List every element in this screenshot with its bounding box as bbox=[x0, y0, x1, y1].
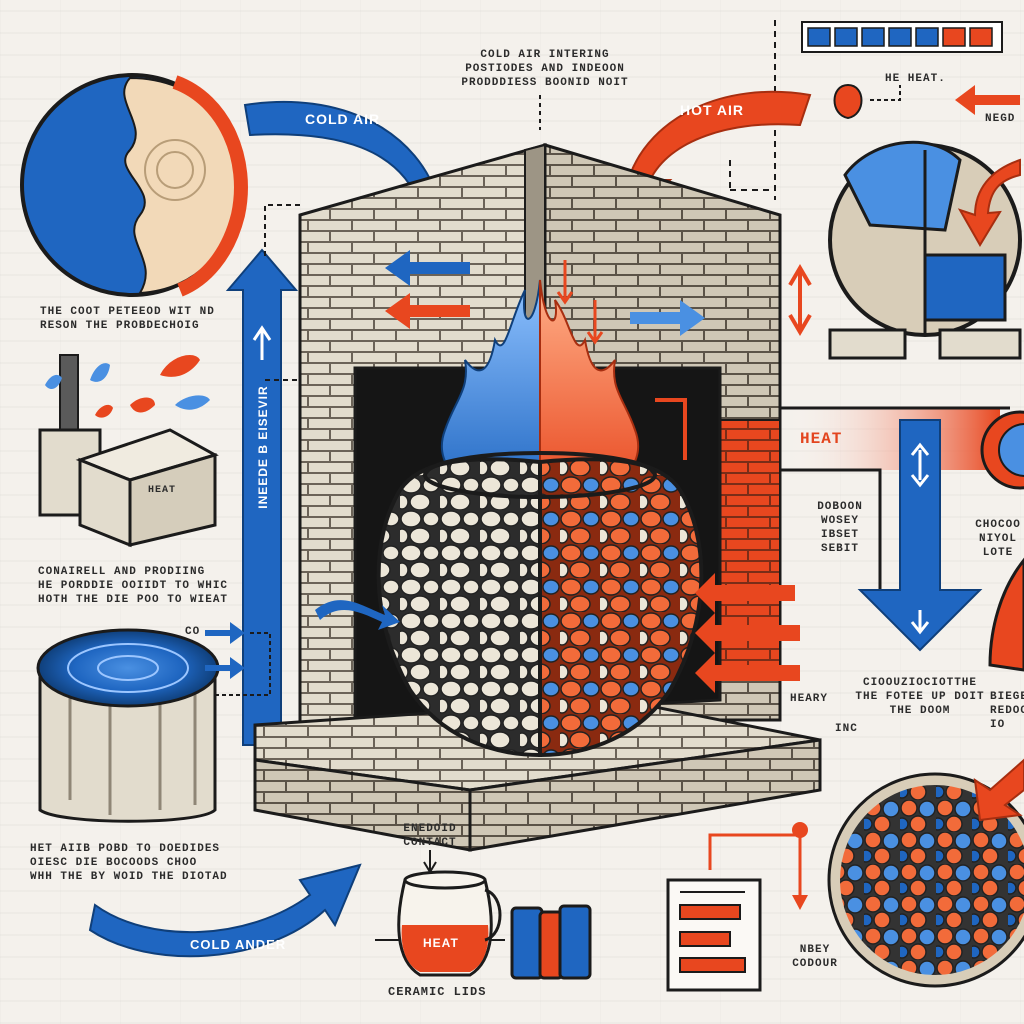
blue-right-arrow bbox=[630, 300, 705, 336]
energy-contact-label: ENEDOID CONTACT bbox=[403, 823, 457, 849]
legend-swatch bbox=[942, 27, 966, 47]
legend-swatch bbox=[915, 27, 939, 47]
right-edge-description: BIEGE REDOO IO bbox=[990, 691, 1024, 731]
cold-ander-label: COLD ANDER bbox=[190, 937, 287, 952]
top-caption: COLD AIR INTERING POSTIODES AND INDEOON … bbox=[461, 49, 629, 89]
legend-swatches bbox=[807, 27, 993, 47]
red-leader-arrow bbox=[708, 833, 802, 900]
legend-swatch bbox=[861, 27, 885, 47]
cold-ander-arrow bbox=[88, 863, 362, 958]
red-down-arrow-icon bbox=[556, 260, 574, 305]
hot-air-label: HOT AIR bbox=[680, 102, 745, 118]
blue-inner-arrow bbox=[385, 250, 470, 286]
red-down-arrow-icon-2 bbox=[586, 300, 604, 345]
vertical-arrow-label: INEEDE B EISEVIR bbox=[256, 385, 270, 509]
heary-label: HEARY bbox=[790, 693, 829, 705]
bottom-left-description: HET AIIB POBD TO DOEDIDES OIESC DIE BOCO… bbox=[30, 843, 228, 883]
left-description: THE COOT PETEEOD WIT ND RESON THE PROBDE… bbox=[40, 306, 215, 332]
right-mid-description: DOBOON WOSEY IBSET SEBIT bbox=[817, 501, 863, 555]
log-bundle-circle bbox=[827, 772, 1024, 988]
legend-swatch bbox=[834, 27, 858, 47]
leaf-icons bbox=[45, 355, 210, 418]
left-mid-description: CONAIRELL AND PRODIING HE PORDDIE OOIIDT… bbox=[38, 566, 229, 606]
red-corner-arrow bbox=[973, 758, 1024, 822]
split-log-sphere bbox=[828, 140, 1022, 360]
co-label: CO bbox=[185, 626, 201, 638]
ceramic-lids-label: CERAMIC LIDS bbox=[388, 985, 487, 999]
flask-icon bbox=[833, 83, 863, 120]
he-heat-label: HE HEAT. bbox=[885, 73, 946, 85]
small-right-arrow bbox=[205, 622, 245, 644]
dashed-leader-left bbox=[264, 204, 300, 260]
heat-arrow-1 bbox=[695, 573, 795, 613]
circulation-description: CIOOUZIOCIOTTHE THE FOTEE UP DOIT THE DO… bbox=[855, 677, 985, 717]
double-arrow-icon bbox=[910, 442, 930, 488]
legend-swatch bbox=[888, 27, 912, 47]
jug-icon bbox=[397, 870, 502, 977]
legend-swatch bbox=[969, 27, 993, 47]
sphere-top-left bbox=[20, 73, 248, 297]
up-arrow-icon bbox=[252, 325, 272, 360]
ceramic-lids-icon bbox=[510, 904, 592, 980]
red-wedge bbox=[988, 557, 1024, 672]
heat-side-label: HEAT bbox=[800, 430, 843, 448]
red-turn-arrow-icon bbox=[655, 398, 687, 460]
heat-stripe bbox=[780, 408, 1000, 470]
chimney-block bbox=[38, 354, 219, 548]
vertical-double-arrow-icon bbox=[788, 264, 812, 336]
big-down-arrow bbox=[857, 419, 983, 652]
fire-flames bbox=[440, 279, 640, 502]
heat-arrow-3 bbox=[695, 653, 800, 693]
tree-stump bbox=[36, 628, 220, 823]
sun-icon bbox=[980, 410, 1024, 490]
cold-air-label: COLD AIR bbox=[305, 111, 381, 127]
bar-document-icon bbox=[666, 878, 762, 992]
log-sphere bbox=[376, 451, 704, 758]
negd-label: NEGD bbox=[985, 113, 1016, 125]
heat-arrow-2 bbox=[695, 613, 800, 653]
legend-swatch bbox=[807, 27, 831, 47]
inc-label: INC bbox=[835, 723, 858, 735]
red-left-arrow bbox=[955, 85, 1020, 115]
nbey-codour-label: NBEY CODOUR bbox=[792, 944, 838, 970]
cold-inflow-arrow bbox=[315, 600, 400, 630]
red-inner-arrow bbox=[385, 293, 470, 329]
jug-heat-label: HEAT bbox=[423, 936, 459, 950]
vertical-blue-arrow bbox=[225, 248, 299, 746]
heat-box-label: HEAT bbox=[148, 485, 177, 496]
far-right-description: CHOCOO NIYOL LOTE bbox=[975, 519, 1021, 559]
